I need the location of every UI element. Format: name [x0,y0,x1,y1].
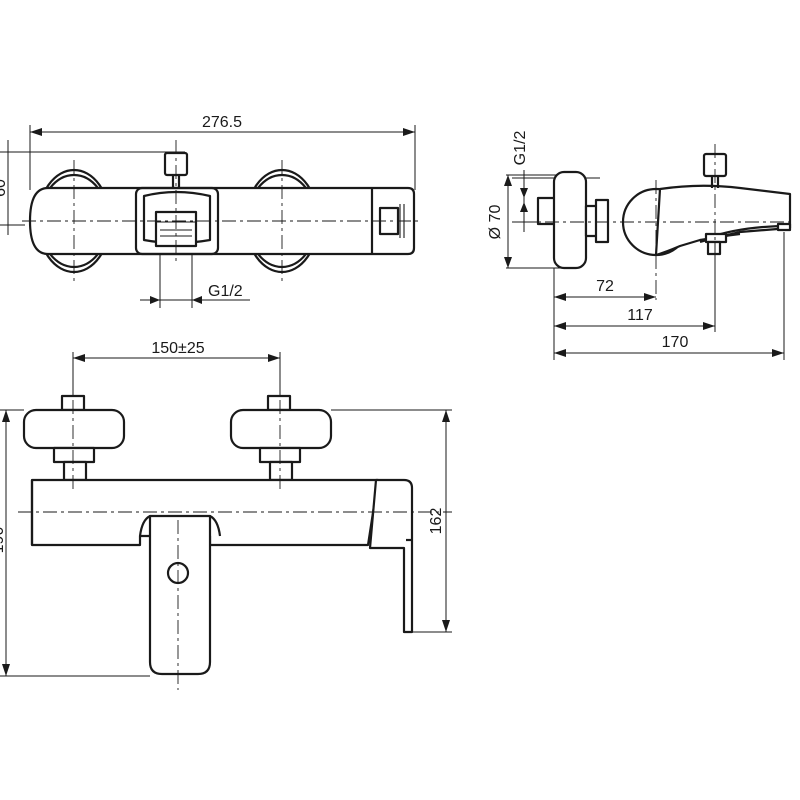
left-height-label: 190 [0,527,7,554]
top-height-label: 60 [0,179,9,197]
height-162-label: 162 [428,508,445,535]
top-view: 276.5 60 [0,114,422,308]
depth-170-label: 170 [662,334,689,351]
diameter-label: Ø 70 [487,205,504,240]
side-rosette [552,170,588,270]
overall-length-label: 276.5 [202,114,242,131]
center-distance-label: 150±25 [151,340,204,357]
top-connection-label: G1/2 [208,283,243,300]
side-connection-label: G1/2 [512,131,529,166]
front-spout [368,478,414,634]
front-view: 150±25 162 [0,340,452,690]
front-lever [148,514,212,676]
side-view: G1/2 Ø 70 [487,131,792,360]
side-spout [654,184,792,257]
depth-117-label: 117 [627,307,653,324]
depth-72-label: 72 [596,278,614,295]
front-right-nipple [266,394,292,412]
front-right-rosette [229,408,333,450]
front-left-rosette [22,408,126,450]
